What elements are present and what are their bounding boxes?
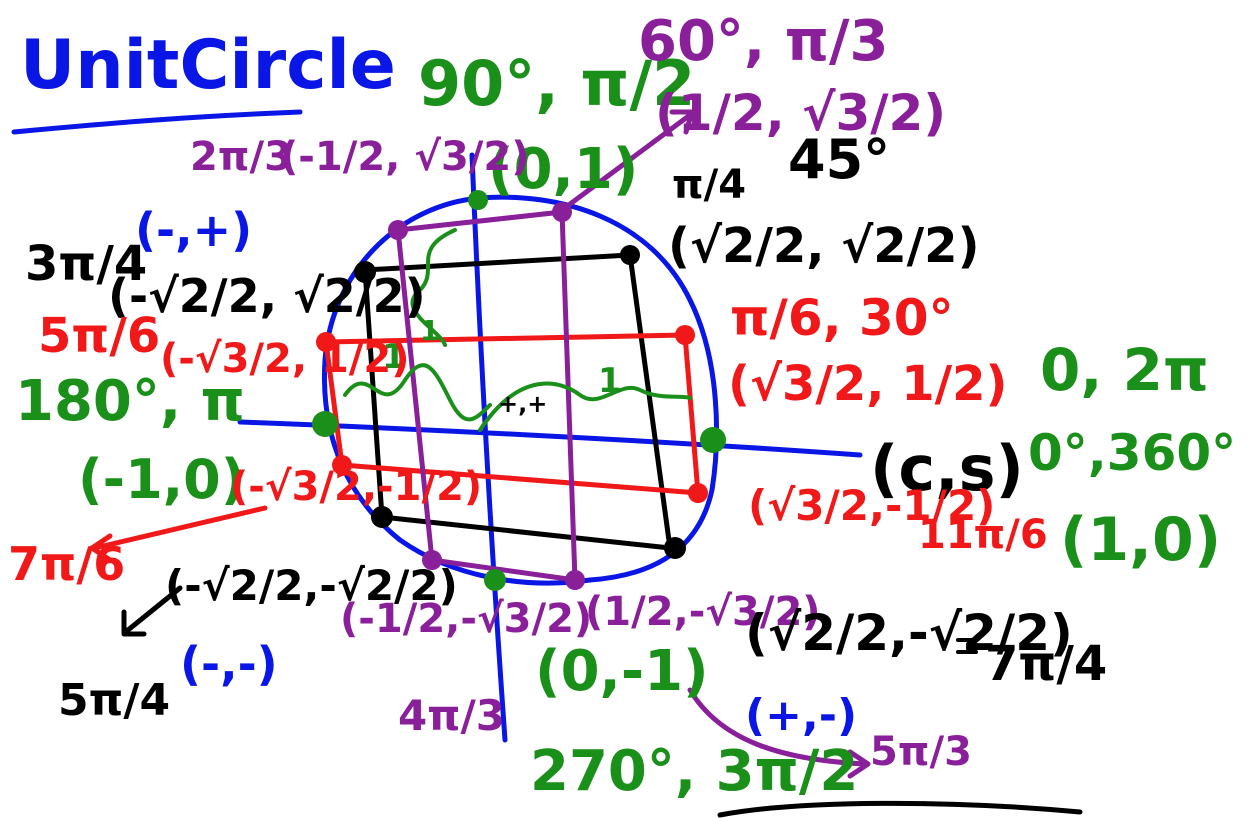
point-330 [688,483,708,503]
degrees-45-label: 45° [788,128,890,191]
point-120 [388,220,408,240]
angle-30-label: π/6, 30° [730,289,954,347]
arrow-to-300 [687,687,868,767]
coords-315-label: (√2/2,-√2/2) [745,604,1073,662]
angle-180-label: 180°, π [15,369,245,434]
y-axis [469,152,508,743]
quadrant-4-signs: (+,-) [745,690,857,741]
page-title: UnitCircle [20,26,396,105]
angle-150-label: 5π/6 [38,308,160,364]
equals-sign [956,638,978,654]
coords-45-label: (√2/2, √2/2) [668,218,980,274]
point-225 [371,506,393,528]
one-right-label: 1 [598,361,622,401]
angle-270-label: 270°, 3π/2 [530,739,858,804]
quadrant-2-signs: (-,+) [135,203,252,257]
angle-210-label: 7π/6 [8,537,125,591]
arrowhead-225 [121,609,147,637]
coords-60-label: (1/2, √3/2) [655,84,946,142]
vertical-wave-sketch [410,228,457,347]
angle-120-label: 2π/3 [190,134,292,180]
arrow-to-210 [92,505,268,551]
point-30 [675,325,695,345]
point-90 [468,190,488,210]
point-45 [620,245,640,265]
bottom-curve [717,800,1083,818]
angle-225-label: 5π/4 [58,675,170,726]
arrow-to-60 [559,112,693,213]
circle-points [312,190,726,591]
angle-330-label: 11π/6 [918,512,1048,558]
angle-300-label: 5π/3 [870,729,972,775]
point-135 [354,261,376,283]
angle-315-label: 7π/4 [985,636,1107,692]
coords-300-label: (1/2,-√3/2) [585,589,821,635]
coords-330-label: (√3/2,-1/2) [748,481,995,530]
angle-240-label: 4π/3 [398,691,505,740]
coords-0-label: (1,0) [1060,505,1221,575]
coords-240-label: (-1/2,-√3/2) [340,596,592,642]
arrowhead-60 [669,109,695,135]
point-150 [316,332,336,352]
title-underline [11,109,303,135]
angle-45-label: π/4 [672,162,746,208]
coords-90-label: (0,1) [488,137,638,202]
point-180 [312,411,338,437]
angle-135-label: 3π/4 [25,236,147,292]
coords-30-label: (√3/2, 1/2) [728,356,1008,412]
cosine-sketch [343,363,492,422]
angle-0-label: 0, 2π [1040,336,1209,404]
point-315 [664,537,686,559]
center-sign-label: +,+ [498,390,547,418]
sine-sketch-right [478,381,692,432]
coords-150-label: (-√3/2, 1/2) [160,336,410,382]
coords-180-label: (-1,0) [78,448,245,511]
point-240 [422,550,442,570]
point-270 [484,569,506,591]
one-vertical-label: 1 [420,314,439,347]
quadrant-3-signs: (-,-) [180,637,278,691]
point-210 [332,455,352,475]
coords-120-label: (-1/2, √3/2) [280,134,530,180]
one-left-label: 1 [382,337,406,377]
coords-225-label: (-√2/2,-√2/2) [165,561,458,610]
angle-60-label: 60°, π/3 [638,9,888,74]
coords-270-label: (0,-1) [535,639,709,704]
arrowhead-300 [847,749,871,779]
generic-point-label: (c,s) [870,432,1024,505]
arrow-to-225 [125,585,183,633]
arrowhead-210 [89,533,113,563]
point-60 [552,202,572,222]
coords-135-label: (-√2/2, √2/2) [108,269,426,323]
degrees-0-label: 0°,360° [1028,424,1236,482]
angle-90-label: 90°, π/2 [418,47,695,120]
point-0 [700,427,726,453]
coords-210-label: (-√3/2,-1/2) [230,464,482,510]
point-300 [565,570,585,590]
